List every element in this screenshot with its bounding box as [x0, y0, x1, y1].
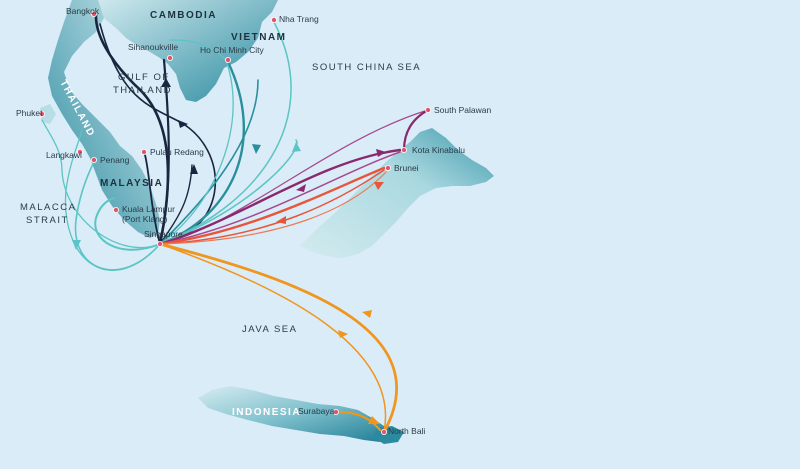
route-orange-bali2: [159, 243, 387, 433]
arrow-navy-2: [161, 78, 171, 87]
sea-label-gulf-line1: GULF OF: [118, 72, 170, 83]
sea-label-malacca-line2: STRAIT: [26, 215, 69, 226]
arrow-navy-1: [190, 164, 198, 174]
port-dot-north-bali[interactable]: [380, 428, 387, 435]
route-red-brunei: [158, 166, 386, 246]
route-purple-palawan2: [402, 108, 430, 152]
port-label-ho-chi-minh[interactable]: Ho Chi Minh City: [200, 45, 265, 55]
port-dot-south-palawan[interactable]: [424, 107, 431, 114]
route-red-brunei3: [159, 171, 387, 245]
port-label-phuket[interactable]: Phuket: [16, 108, 43, 118]
route-aqua-langkawi: [64, 129, 161, 272]
port-dot-phuket[interactable]: [39, 111, 46, 118]
country-label-vietnam: VIETNAM: [231, 32, 287, 43]
port-dot-surabaya[interactable]: [332, 408, 339, 415]
port-label-kuala-lumpur-2[interactable]: (Port Klang): [122, 214, 168, 224]
arrow-orange-2: [362, 310, 372, 318]
route-purple-kk2: [159, 151, 401, 245]
port-label-nha-trang[interactable]: Nha Trang: [279, 14, 319, 24]
land-malay-peninsula: [48, 0, 160, 238]
arrow-purple-1: [296, 184, 306, 192]
port-label-sihanoukville[interactable]: Sihanoukville: [128, 42, 178, 52]
land-islands-west: [40, 104, 56, 124]
route-aqua-phuket: [41, 119, 161, 249]
port-dot-ho-chi-minh[interactable]: [224, 57, 231, 64]
route-purple-kk: [158, 148, 402, 246]
route-orange-bali: [158, 242, 398, 434]
sea-label-java-sea: JAVA SEA: [242, 324, 297, 335]
route-aqua-nhatrang: [159, 21, 292, 245]
route-teal-hcmc2: [159, 79, 259, 245]
arrow-teal-1: [252, 144, 261, 154]
port-dot-singapore[interactable]: [156, 240, 163, 247]
port-dots: [39, 10, 431, 435]
port-label-langkawi[interactable]: Langkawi: [46, 150, 82, 160]
route-aqua-klang: [94, 197, 161, 251]
sea-label-south-china-sea: SOUTH CHINA SEA: [312, 62, 421, 73]
port-label-north-bali[interactable]: North Bali: [388, 426, 425, 436]
arrow-red-1: [276, 216, 286, 224]
arrow-red-2: [374, 182, 384, 190]
route-teal-hcmc: [158, 60, 245, 246]
port-label-kota-kinabalu[interactable]: Kota Kinabalu: [412, 145, 465, 155]
route-red-brunei2: [159, 169, 385, 245]
arrow-navy-3: [178, 120, 188, 128]
port-label-penang[interactable]: Penang: [100, 155, 130, 165]
port-label-brunei[interactable]: Brunei: [394, 163, 419, 173]
port-label-bangkok[interactable]: Bangkok: [66, 6, 100, 16]
route-aqua-saigon-loop: [159, 39, 234, 245]
port-dot-brunei[interactable]: [384, 164, 391, 171]
land-borneo: [300, 128, 494, 258]
sea-label-malacca-line1: MALACCA: [20, 202, 76, 213]
port-dot-bangkok[interactable]: [91, 10, 98, 17]
sea-label-gulf-line2: THAILAND: [113, 85, 172, 96]
route-arrows: [72, 78, 386, 424]
arrow-aqua-2: [72, 240, 81, 250]
land-java: [198, 386, 388, 442]
port-dot-pulau-redang[interactable]: [140, 148, 147, 155]
arrow-aqua-1: [292, 142, 301, 152]
route-navy-pulau: [144, 154, 161, 245]
port-label-pulau-redang[interactable]: Pulau Redang: [150, 147, 204, 157]
land-indochina: [96, 0, 278, 102]
country-label-indonesia: INDONESIA: [232, 407, 301, 418]
port-label-kuala-lumpur-1[interactable]: Kuala Lampur: [122, 204, 175, 214]
arrow-orange-3: [368, 416, 380, 424]
country-label-cambodia: CAMBODIA: [150, 10, 217, 21]
port-dot-kuala-lumpur[interactable]: [113, 206, 120, 213]
route-orange-surabaya: [336, 410, 382, 432]
port-label-south-palawan[interactable]: South Palawan: [434, 105, 491, 115]
port-dot-nha-trang[interactable]: [270, 16, 277, 23]
port-dot-sihanoukville[interactable]: [166, 55, 173, 62]
arrow-purple-2: [376, 149, 386, 157]
port-dot-kota-kinabalu[interactable]: [400, 146, 407, 153]
arrow-orange-1: [338, 330, 348, 338]
country-label-malaysia: MALAYSIA: [100, 178, 163, 189]
port-label-singapore[interactable]: Singapore: [144, 229, 183, 239]
port-dot-langkawi[interactable]: [77, 148, 84, 155]
port-dot-penang[interactable]: [91, 156, 98, 163]
route-navy-east: [159, 164, 193, 245]
port-label-surabaya[interactable]: Surabaya: [298, 406, 335, 416]
